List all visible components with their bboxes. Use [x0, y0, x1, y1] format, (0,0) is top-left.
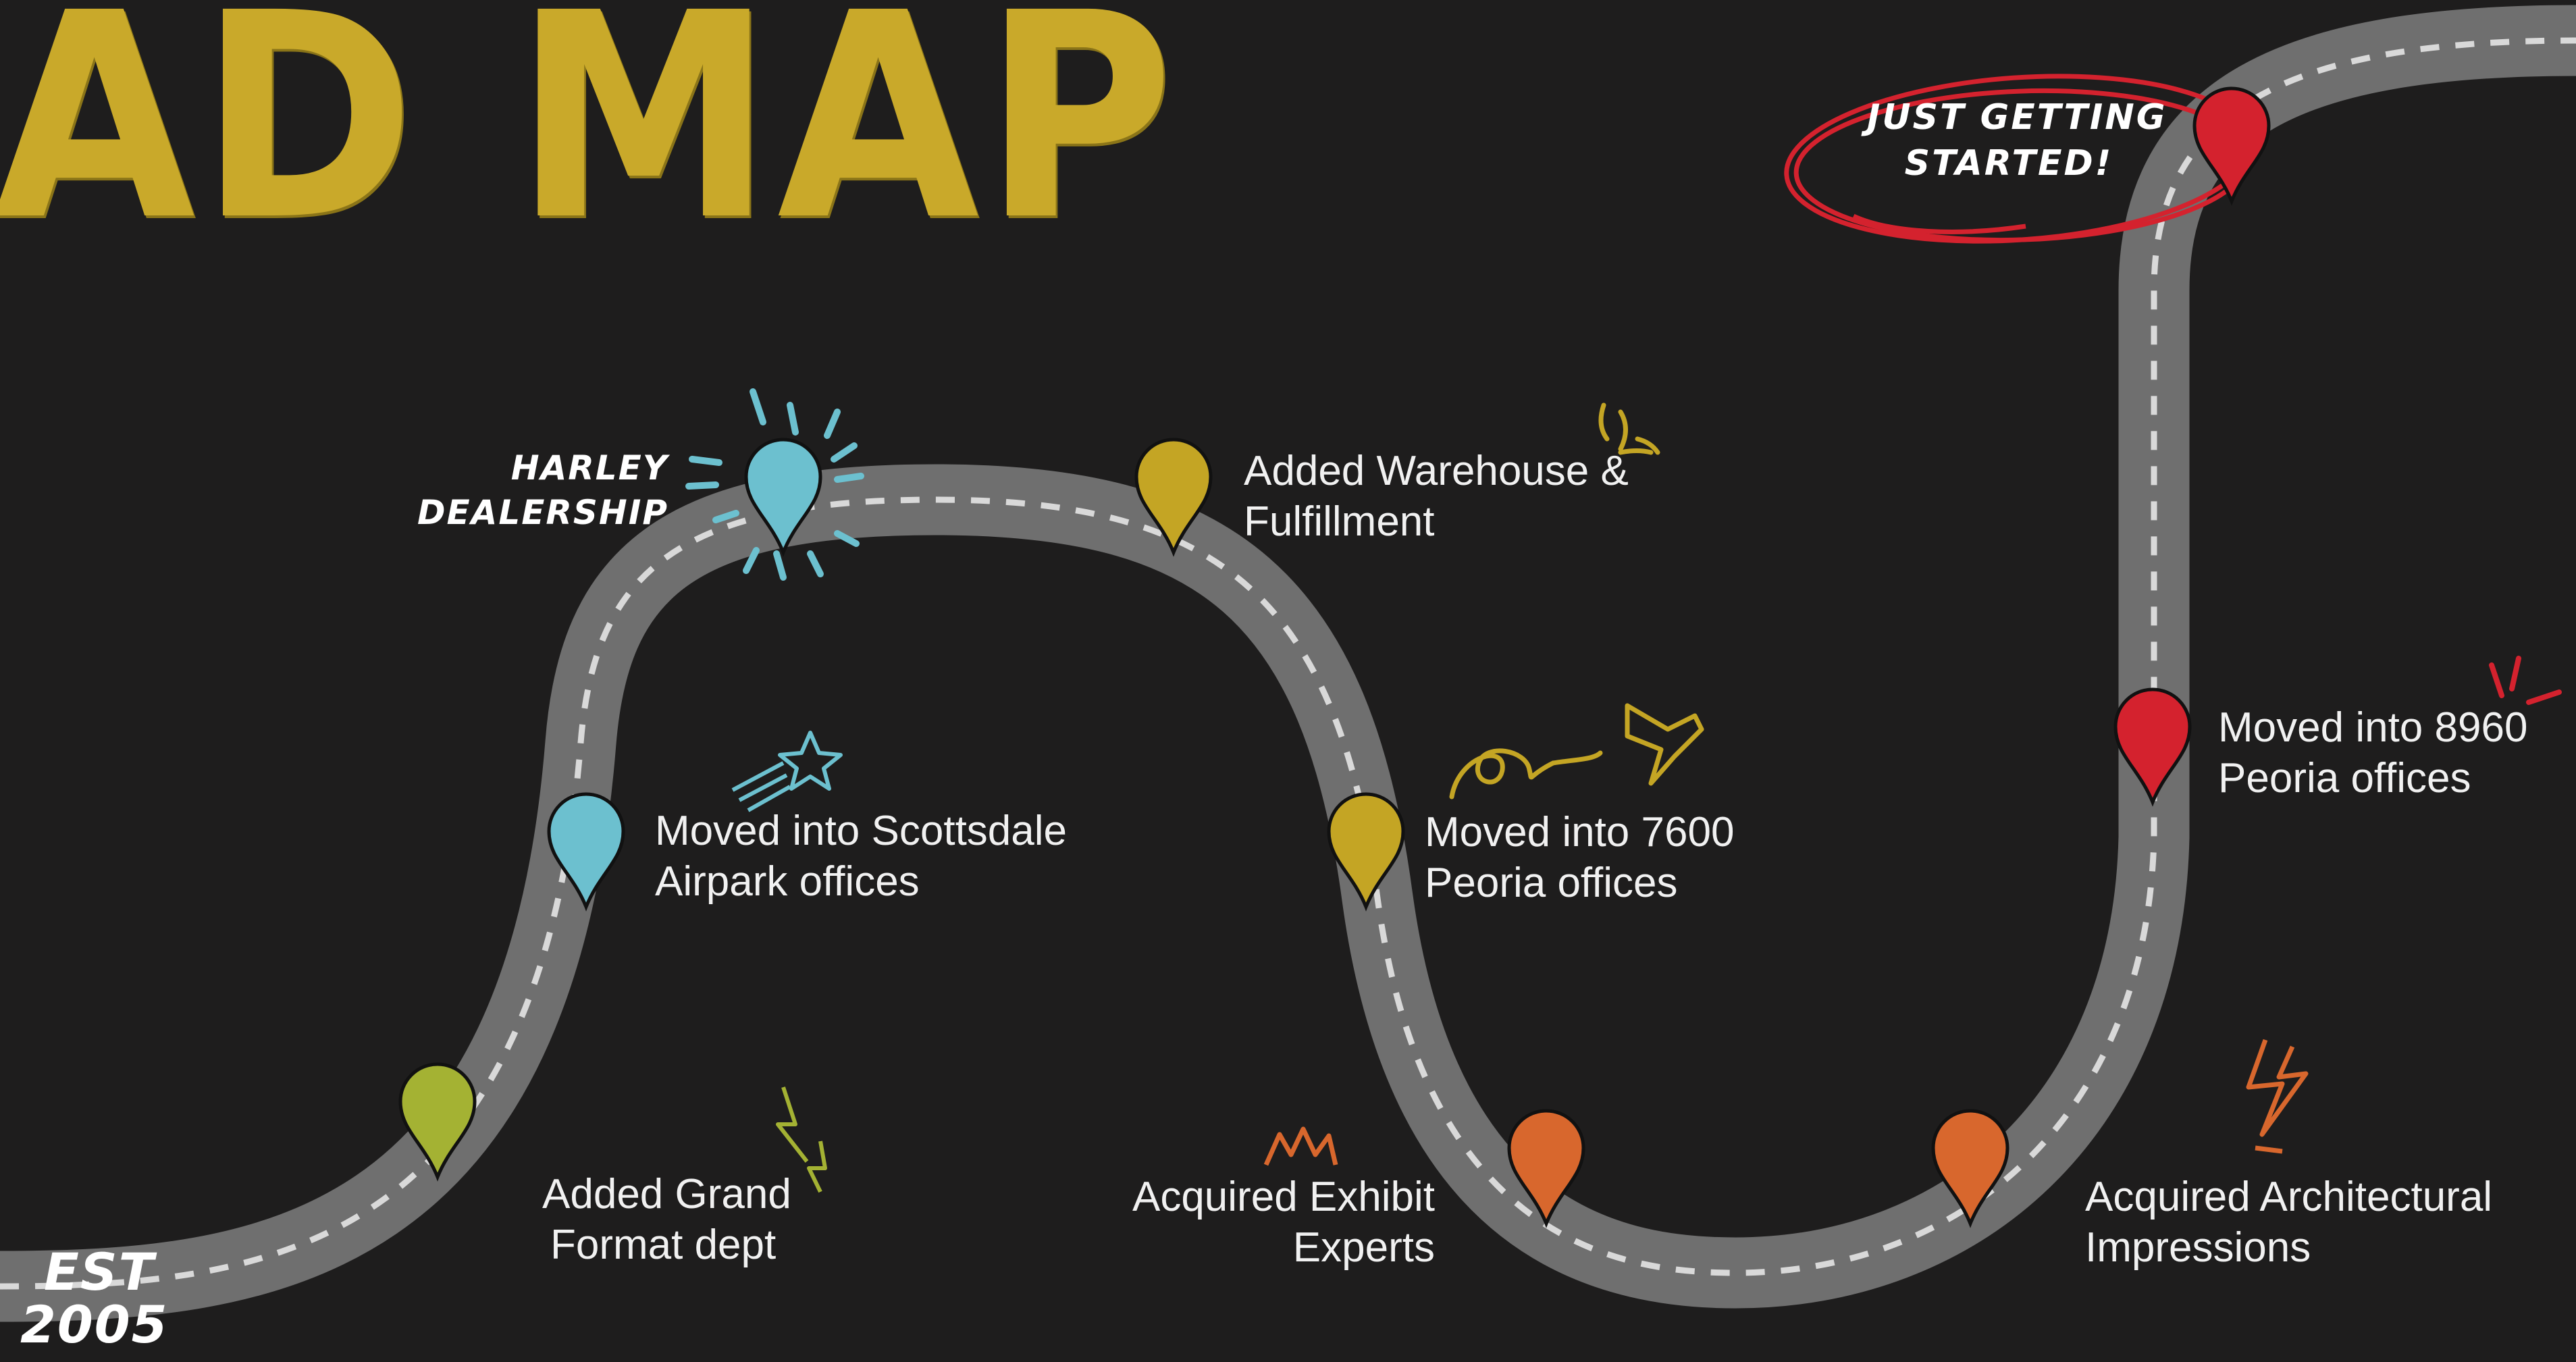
milestone-line-2: Experts — [1121, 1222, 1435, 1273]
milestone-8960-peoria: Moved into 8960 Peoria offices — [2218, 702, 2527, 804]
milestone-line-2: Airpark offices — [655, 856, 1067, 907]
milestone-7600-peoria: Moved into 7600 Peoria offices — [1425, 807, 1734, 908]
milestone-line-2: Impressions — [2085, 1222, 2492, 1273]
est-line-2: 2005 — [20, 1299, 169, 1351]
milestone-architectural-impressions: Acquired Architectural Impressions — [2085, 1172, 2492, 1273]
burst-icon-red — [2492, 658, 2559, 702]
milestone-line-1: Acquired Architectural — [2085, 1172, 2492, 1222]
milestone-line-1: Added Warehouse & — [1244, 446, 1629, 496]
milestone-line-2: Format dept — [542, 1220, 791, 1270]
just-getting-started-callout: JUST GETTING STARTED! — [1867, 95, 2151, 186]
milestone-scottsdale-airpark: Moved into Scottsdale Airpark offices — [655, 806, 1067, 907]
crown-icon — [1266, 1129, 1336, 1165]
callout-line-2: STARTED! — [1867, 140, 2151, 186]
milestone-line-1: Moved into Scottsdale — [655, 806, 1067, 856]
bird-icon — [1627, 706, 1702, 783]
est-line-1: EST — [20, 1246, 169, 1299]
milestone-line-1: Moved into 8960 — [2218, 702, 2527, 753]
shooting-star-icon — [733, 733, 841, 810]
est-2005-label: EST 2005 — [20, 1246, 169, 1351]
page-title: AD MAP — [0, 0, 1178, 260]
milestone-line-2: Peoria offices — [2218, 753, 2527, 804]
harley-dealership-label: HARLEY DEALERSHIP — [398, 446, 668, 535]
curly-doodle-icon — [1452, 751, 1600, 797]
milestone-line-2: Peoria offices — [1425, 858, 1734, 908]
milestone-exhibit-experts: Acquired Exhibit Experts — [1121, 1172, 1435, 1273]
lightning-icon-orange — [2249, 1040, 2306, 1151]
milestone-line-2: Fulfillment — [1244, 496, 1629, 547]
milestone-grand-format: Added Grand Format dept — [542, 1169, 791, 1270]
milestone-line-1: Acquired Exhibit — [1121, 1172, 1435, 1222]
milestone-line-1: Moved into 7600 — [1425, 807, 1734, 858]
callout-line-1: JUST GETTING — [1867, 95, 2151, 140]
milestone-line-1: Added Grand — [542, 1169, 791, 1220]
harley-line-2: DEALERSHIP — [398, 490, 668, 535]
harley-line-1: HARLEY — [398, 446, 668, 490]
milestone-warehouse-fulfillment: Added Warehouse & Fulfillment — [1244, 446, 1629, 547]
